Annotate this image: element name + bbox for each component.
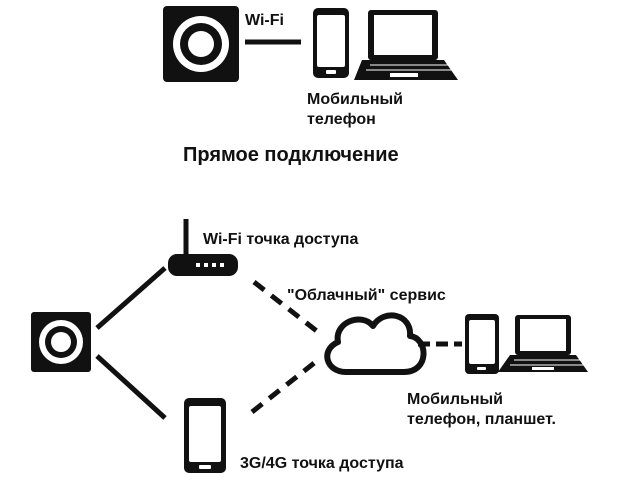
phone-label-line1: Мобильный [307,91,403,108]
camera-device-icon [163,6,239,82]
direct-connection-section: Wi-Fi Мобильный телефон Прямое подключен… [163,6,458,166]
mobile-access-point-label: 3G/4G точка доступа [240,455,404,472]
mobile-ap-to-cloud-dashed-line [250,358,320,414]
laptop-icon [354,10,458,80]
devices-label-line2: телефон, планшет. [407,411,556,428]
wifi-label: Wi-Fi [245,12,284,29]
wifi-access-point-label: Wi-Fi точка доступа [203,231,358,248]
wifi-router-icon [168,219,238,276]
mobile-access-point-icon [184,398,226,473]
devices-label-line1: Мобильный [407,391,503,408]
camera-to-router-line [95,266,167,330]
cloud-service-label: "Облачный" сервис [287,287,446,304]
camera-device-icon [31,312,91,372]
laptop-icon [498,315,588,372]
phone-label-line2: телефон [307,111,376,128]
mobile-phone-icon [313,8,349,78]
camera-to-mobile-ap-line [95,354,167,420]
cloud-icon [324,312,427,375]
direct-connection-title: Прямое подключение [183,144,399,166]
mobile-phone-icon [465,314,499,374]
cloud-connection-section: Wi-Fi точка доступа 3G/4G точка доступа … [31,219,588,473]
router-to-cloud-dashed-line [252,280,320,334]
